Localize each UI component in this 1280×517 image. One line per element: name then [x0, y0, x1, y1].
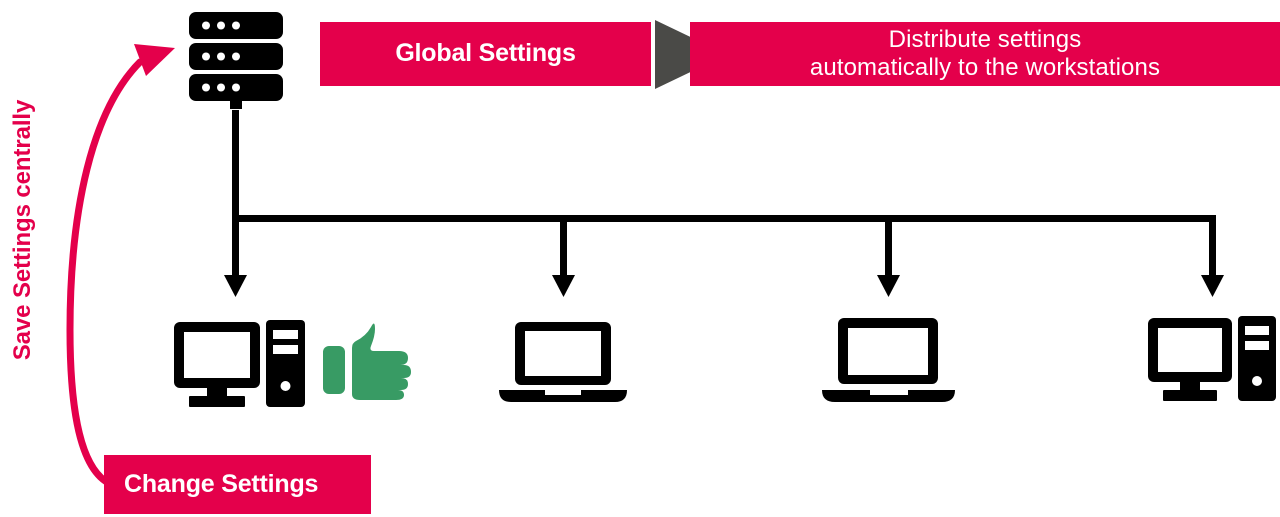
banner-change-settings-label: Change Settings	[124, 469, 319, 498]
curved-feedback-arrow	[66, 44, 175, 491]
laptop-icon	[822, 318, 955, 402]
desktop-computer-icon	[1148, 316, 1276, 401]
banner-change-settings[interactable]: Change Settings	[104, 455, 371, 514]
banner-distribute-settings[interactable]: Distribute settings automatically to the…	[690, 22, 1280, 86]
caption-save-settings-centrally-label: Save Settings centrally	[9, 99, 36, 361]
laptop-icon	[499, 322, 627, 402]
thumbs-up-icon	[323, 323, 411, 400]
server-rack-icon	[189, 12, 283, 109]
banner-global-settings[interactable]: Global Settings	[320, 22, 651, 86]
caption-save-settings-centrally: Save Settings centrally	[0, 0, 46, 460]
desktop-computer-icon	[174, 320, 305, 407]
banner-distribute-settings-label: Distribute settings automatically to the…	[809, 25, 1161, 81]
distribution-bus-connector	[224, 110, 1224, 297]
banner-global-settings-label: Global Settings	[395, 39, 576, 68]
